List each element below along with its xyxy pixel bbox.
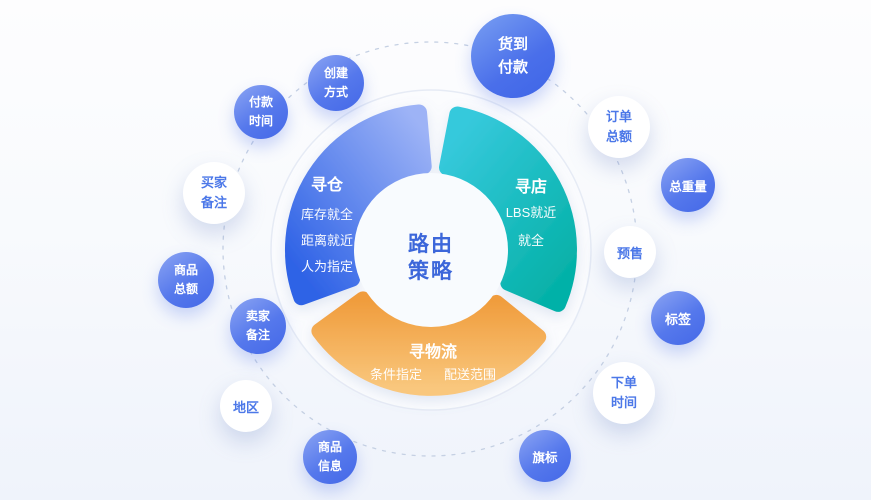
segment-store-item: LBS就近 (505, 205, 557, 220)
bubble-seller-note: 卖家备注 (230, 298, 286, 354)
bubble-label: 地区 (232, 399, 259, 415)
segment-logistics-arc (311, 291, 547, 396)
bubble-cash-on-delivery: 货到付款 (471, 14, 555, 98)
bubble-label: 货到付款 (498, 35, 529, 76)
segment-store-arc (439, 106, 577, 312)
segment-warehouse-item: 人为指定 (300, 259, 353, 274)
center-disc (354, 173, 508, 327)
center-title: 路由 策略 (371, 231, 491, 285)
segment-logistics-title: 寻物流 (408, 344, 457, 361)
center-title-line2: 策略 (408, 260, 454, 283)
bubble-label: 商品总额 (174, 263, 199, 296)
bubble-order-total: 订单总额 (588, 96, 650, 158)
segment-warehouse-arc (284, 104, 432, 306)
bubble-label: 付款时间 (249, 95, 274, 128)
bubble-presale: 预售 (604, 226, 656, 278)
segment-warehouse-label-block: 寻仓 库存就全 距离就近 人为指定 (267, 175, 387, 280)
bubble-flag: 旗标 (519, 430, 571, 482)
segment-store-title: 寻店 (514, 179, 547, 196)
bubble-label: 预售 (616, 245, 643, 261)
bubble-total-weight: 总重量 (661, 158, 715, 212)
segment-logistics-label-block: 寻物流 条件指定 配送范围 (353, 342, 513, 384)
bubble-tags: 标签 (651, 291, 705, 345)
bubble-label: 买家备注 (201, 174, 228, 210)
bubble-label: 旗标 (532, 450, 558, 465)
bubble-label: 商品信息 (318, 440, 343, 473)
bubble-label: 卖家备注 (246, 309, 271, 342)
bubble-creation-method: 创建方式 (308, 55, 364, 111)
bubble-label: 下单时间 (611, 374, 638, 410)
segment-logistics-item: 配送范围 (444, 367, 497, 382)
segment-store-label-block: 寻店 LBS就近 就全 (471, 177, 591, 255)
bubble-label: 订单总额 (606, 108, 633, 144)
bubble-label: 创建方式 (324, 66, 349, 99)
bubble-product-info: 商品信息 (303, 430, 357, 484)
bubble-region: 地区 (220, 380, 272, 432)
bubble-order-time: 下单时间 (593, 362, 655, 424)
segment-warehouse-item: 库存就全 (300, 207, 353, 222)
bubble-buyer-note: 买家备注 (183, 162, 245, 224)
bubble-label: 总重量 (669, 179, 707, 194)
segment-warehouse-item: 距离就近 (300, 233, 353, 248)
bubble-payment-time: 付款时间 (234, 85, 288, 139)
segment-store-item: 就全 (517, 233, 544, 248)
bubble-label: 标签 (664, 311, 691, 327)
segment-logistics-item: 条件指定 (369, 367, 422, 382)
segment-warehouse-title: 寻仓 (310, 177, 343, 194)
center-title-line1: 路由 (408, 233, 454, 256)
bubble-product-total: 商品总额 (158, 252, 214, 308)
